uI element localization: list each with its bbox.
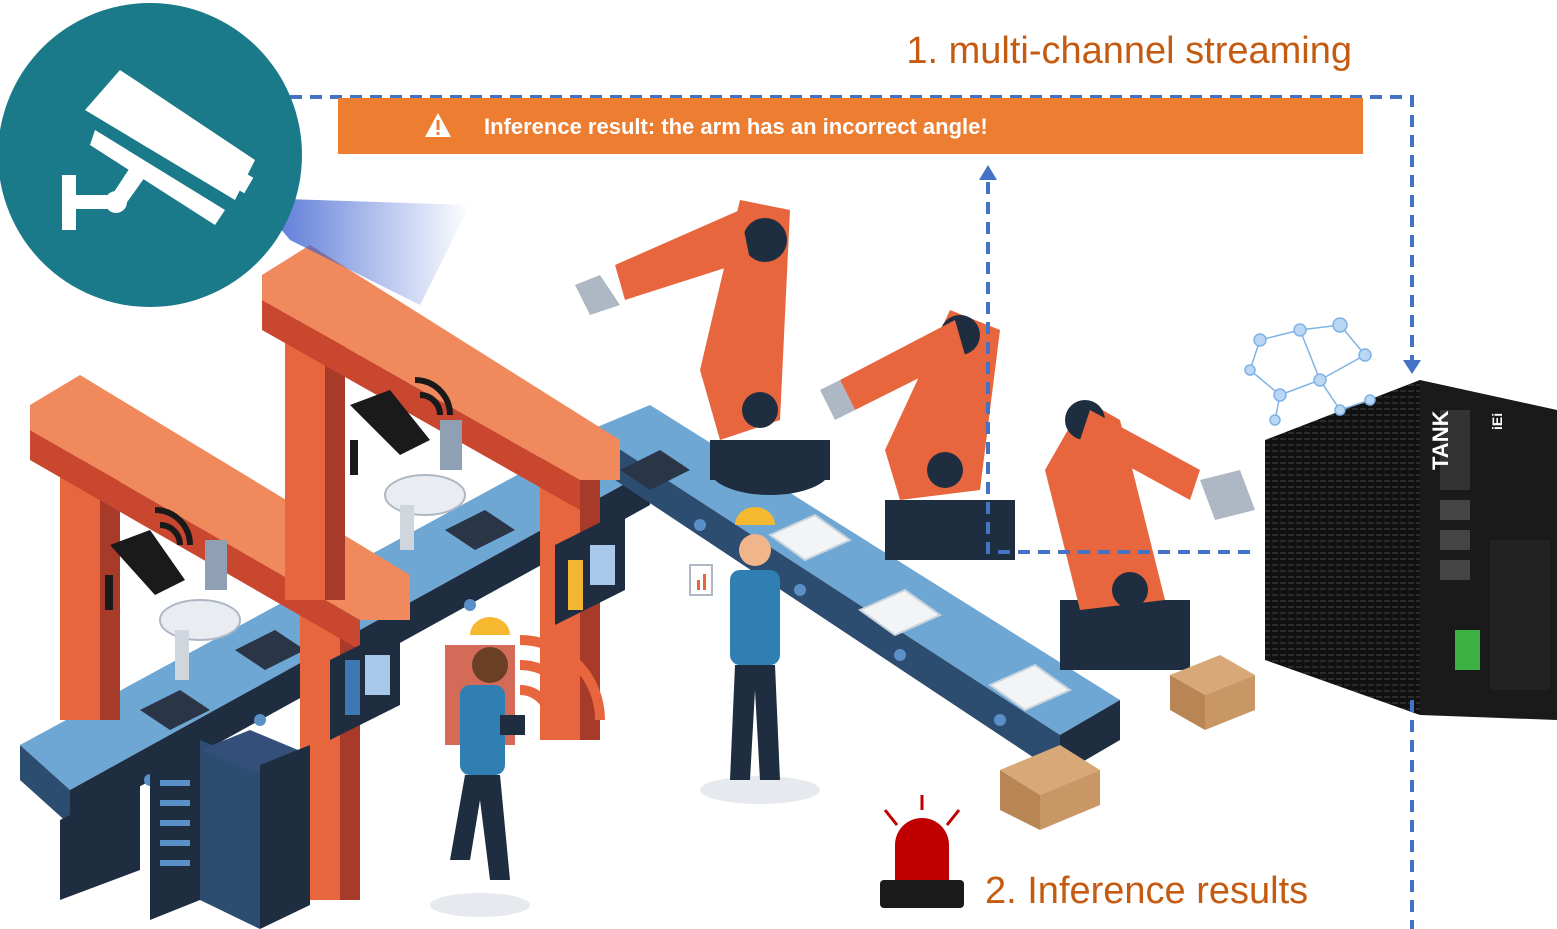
server-racks	[150, 730, 310, 929]
pick-robot-2	[384, 420, 466, 550]
worker-with-tablet	[450, 617, 525, 880]
hmi-screen-2	[555, 510, 625, 625]
pick-robot-1	[159, 540, 241, 680]
robot-arm-1	[575, 200, 830, 495]
tank-edge-computer	[1265, 380, 1557, 720]
warning-triangle-icon	[425, 113, 451, 137]
gantry-camera-2	[105, 507, 193, 610]
alarm-siren-icon	[880, 795, 964, 908]
streaming-label: 1. multi-channel streaming	[906, 30, 1352, 72]
gantry-frame-back	[262, 245, 620, 740]
worker-supervisor	[689, 507, 780, 780]
robot-arm-3	[1045, 400, 1255, 670]
iei-logo: iEi	[1489, 413, 1505, 430]
cardboard-box-1	[1000, 745, 1100, 830]
inference-results-label: 2. Inference results	[985, 870, 1309, 912]
cardboard-box-2	[1170, 655, 1255, 730]
inference-alert-banner: Inference result: the arm has an incorre…	[338, 98, 1363, 154]
camera-view-beam	[255, 198, 470, 305]
inference-flow-line	[986, 180, 1250, 554]
hmi-screen-1	[330, 625, 400, 740]
robot-arm-2	[820, 310, 1015, 560]
tank-brand-label: TANK	[1428, 410, 1453, 470]
alert-message: Inference result: the arm has an incorre…	[484, 114, 988, 139]
stream-flow-line	[290, 95, 1414, 929]
conveyor-belt-right	[140, 405, 1120, 775]
gantry-camera-1	[350, 377, 453, 475]
inference-arrowhead	[979, 165, 997, 180]
floor-shadows	[430, 776, 820, 917]
stream-arrowhead	[1403, 360, 1421, 374]
security-camera-icon	[0, 3, 302, 307]
neural-network-icon	[1244, 317, 1376, 426]
